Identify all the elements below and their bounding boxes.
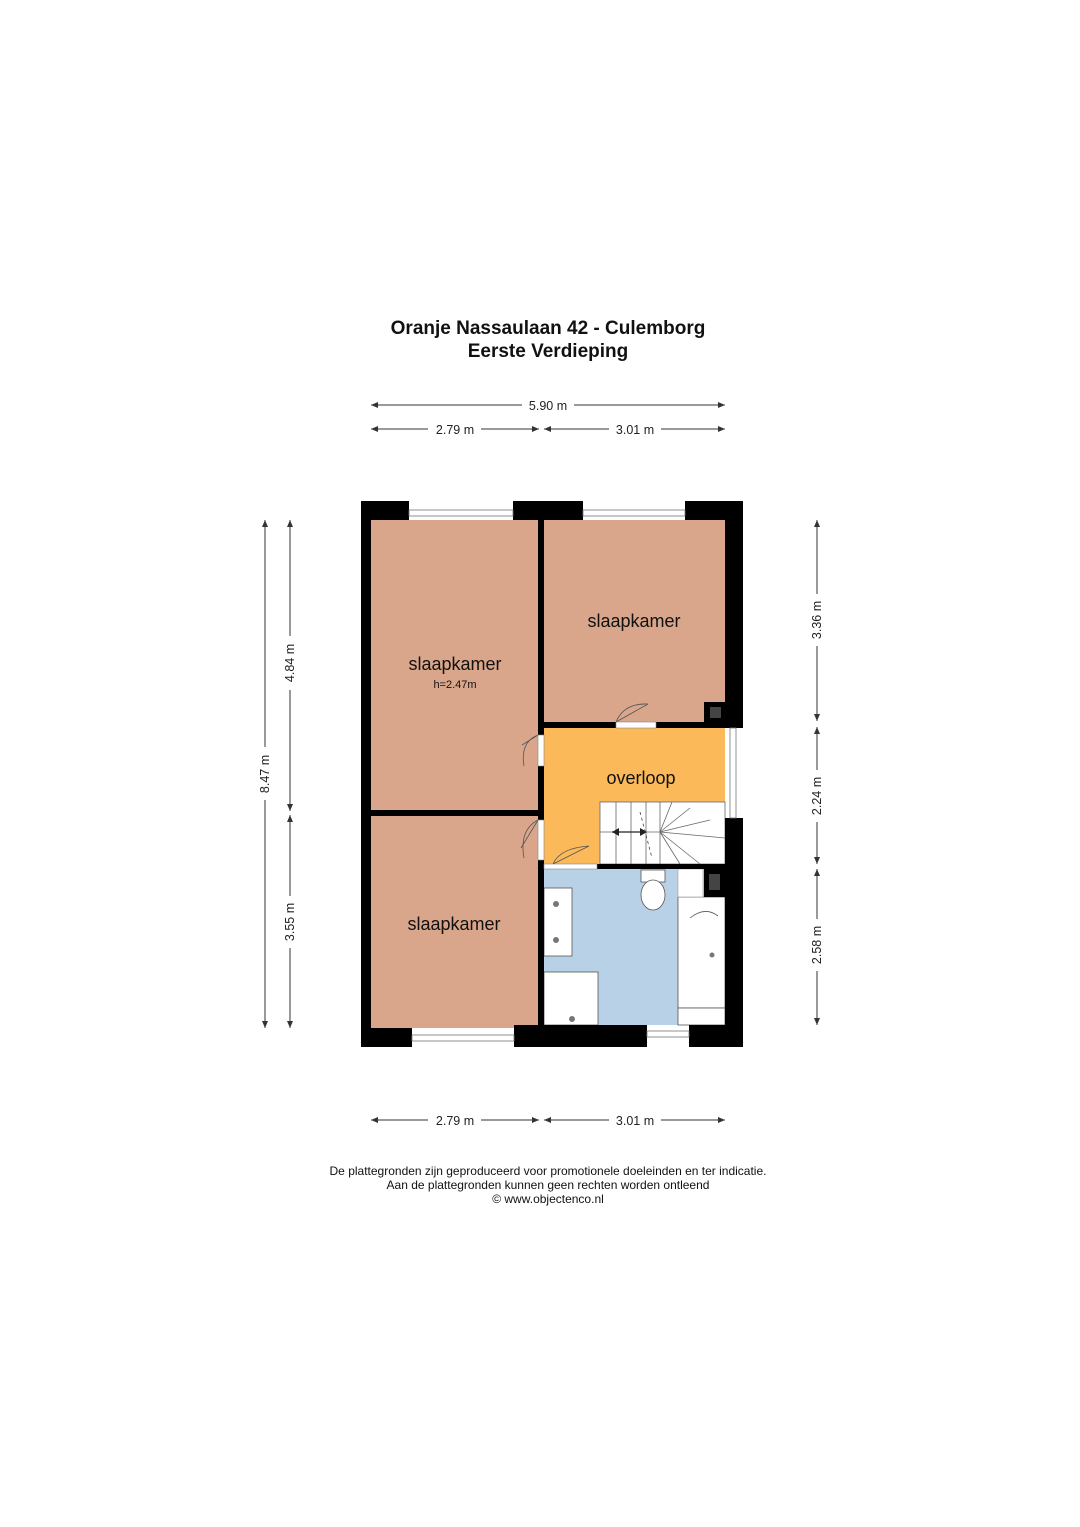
walls xyxy=(361,501,743,1047)
dim-left-total: 8.47 m xyxy=(258,755,272,793)
label-bedroom-lower-left: slaapkamer xyxy=(407,914,500,934)
bathroom-fixtures xyxy=(543,868,726,1026)
right-dimensions: 3.36 m 2.24 m 2.58 m xyxy=(810,520,824,1025)
tap-icon xyxy=(709,952,715,958)
windows xyxy=(408,509,737,1042)
label-bedroom-large: slaapkamer xyxy=(408,654,501,674)
bath-panel xyxy=(677,1007,726,1026)
faucet-icon xyxy=(553,937,559,943)
shower-drain-icon xyxy=(569,1016,575,1022)
dim-right-middle: 2.24 m xyxy=(810,777,824,815)
dim-bottom-left: 2.79 m xyxy=(436,1114,474,1128)
room-bedroom-upper-right xyxy=(544,520,725,722)
dim-top-right: 3.01 m xyxy=(616,423,654,437)
plan-title: Oranje Nassaulaan 42 - Culemborg xyxy=(391,318,706,339)
dim-bottom-right: 3.01 m xyxy=(616,1114,654,1128)
shower-tray xyxy=(543,971,599,1026)
left-dimensions: 8.47 m 4.84 m 3.55 m xyxy=(258,520,297,1028)
footer-disclaimer-1: De plattegronden zijn geproduceerd voor … xyxy=(330,1164,767,1178)
faucet-icon xyxy=(553,901,559,907)
room-bedroom-lower-left xyxy=(371,816,538,1028)
dim-top-total: 5.90 m xyxy=(529,399,567,413)
room-bedroom-large xyxy=(371,520,538,810)
floor-subtitle: Eerste Verdieping xyxy=(468,341,629,362)
dim-left-lower: 3.55 m xyxy=(283,903,297,941)
label-ceiling-height: h=2.47m xyxy=(433,679,476,691)
toilet-icon xyxy=(640,879,666,911)
dim-top-left: 2.79 m xyxy=(436,423,474,437)
dim-right-upper: 3.36 m xyxy=(810,601,824,639)
footer-copyright: © www.objectenco.nl xyxy=(492,1192,604,1206)
vanity-unit xyxy=(543,887,573,957)
bathtub xyxy=(677,896,726,1009)
bottom-dimensions: 2.79 m 3.01 m xyxy=(371,1114,725,1128)
top-dimensions: 5.90 m 2.79 m 3.01 m xyxy=(371,399,725,437)
staircase xyxy=(599,801,726,865)
doors xyxy=(520,703,657,870)
label-landing: overloop xyxy=(606,768,675,788)
footer-disclaimer-2: Aan de plattegronden kunnen geen rechten… xyxy=(387,1178,710,1192)
dim-right-lower: 2.58 m xyxy=(810,926,824,964)
dim-left-upper: 4.84 m xyxy=(283,644,297,682)
label-bedroom-upper-right: slaapkamer xyxy=(587,611,680,631)
